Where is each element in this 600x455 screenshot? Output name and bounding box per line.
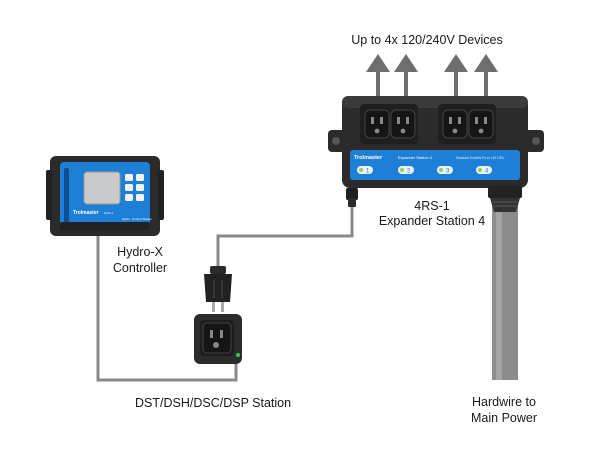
- svg-text:4: 4: [485, 169, 489, 175]
- power-label-line1: Hardwire to: [472, 395, 536, 409]
- controller-right-text: Hydro: [122, 217, 130, 221]
- receptacle-4: [468, 109, 494, 139]
- controller-far-right-text: Control Station: [132, 217, 152, 221]
- sensor-station: [194, 314, 242, 364]
- outlet-indicator-1: 1: [357, 166, 373, 175]
- expander-cable: [216, 206, 354, 268]
- controller-screen: [83, 171, 121, 205]
- outlet-indicator-3: 3: [437, 166, 453, 175]
- expander-fine-print: Standard Sockets Ps vs 120 120V: [456, 156, 505, 160]
- power-cable-gland: [488, 186, 522, 212]
- controller-label-line2: Controller: [112, 261, 168, 275]
- controller-model: HCS-1: [104, 211, 113, 215]
- receptacle-2: [390, 109, 416, 139]
- controller-keypad: [125, 174, 144, 201]
- expander-label-line1: 4RS-1: [414, 199, 450, 213]
- expander-cable-connector: [346, 188, 358, 207]
- outlet-indicator-2: 2: [398, 166, 414, 175]
- expander-station: Trolmaster Expander Station 4 Standard S…: [328, 96, 544, 212]
- expander-brand: Trolmaster: [354, 155, 383, 161]
- devices-label: Up to 4x 120/240V Devices: [351, 33, 503, 47]
- receptacle-1: [364, 109, 390, 139]
- status-led: [236, 353, 240, 357]
- station-label: DST/DSH/DSC/DSP Station: [135, 396, 292, 410]
- power-plug: [204, 266, 232, 312]
- hydro-x-controller: Trolmaster HCS-1 Hydro Control Station: [46, 156, 164, 236]
- expander-model: Expander Station 4: [398, 155, 433, 160]
- expander-label-line2: Expander Station 4: [378, 214, 486, 228]
- controller-cable: [96, 230, 238, 382]
- controller-label-line1: Hydro-X: [117, 245, 163, 259]
- receptacle-3: [442, 109, 468, 139]
- outlet-indicator-4: 4: [476, 166, 492, 175]
- svg-text:2: 2: [407, 169, 411, 175]
- main-power-conduit: [492, 204, 518, 380]
- svg-text:1: 1: [366, 169, 370, 175]
- svg-text:3: 3: [446, 169, 450, 175]
- controller-brand: Trolmaster: [73, 210, 99, 216]
- cables: [96, 204, 518, 382]
- power-label-line2: Main Power: [471, 411, 537, 425]
